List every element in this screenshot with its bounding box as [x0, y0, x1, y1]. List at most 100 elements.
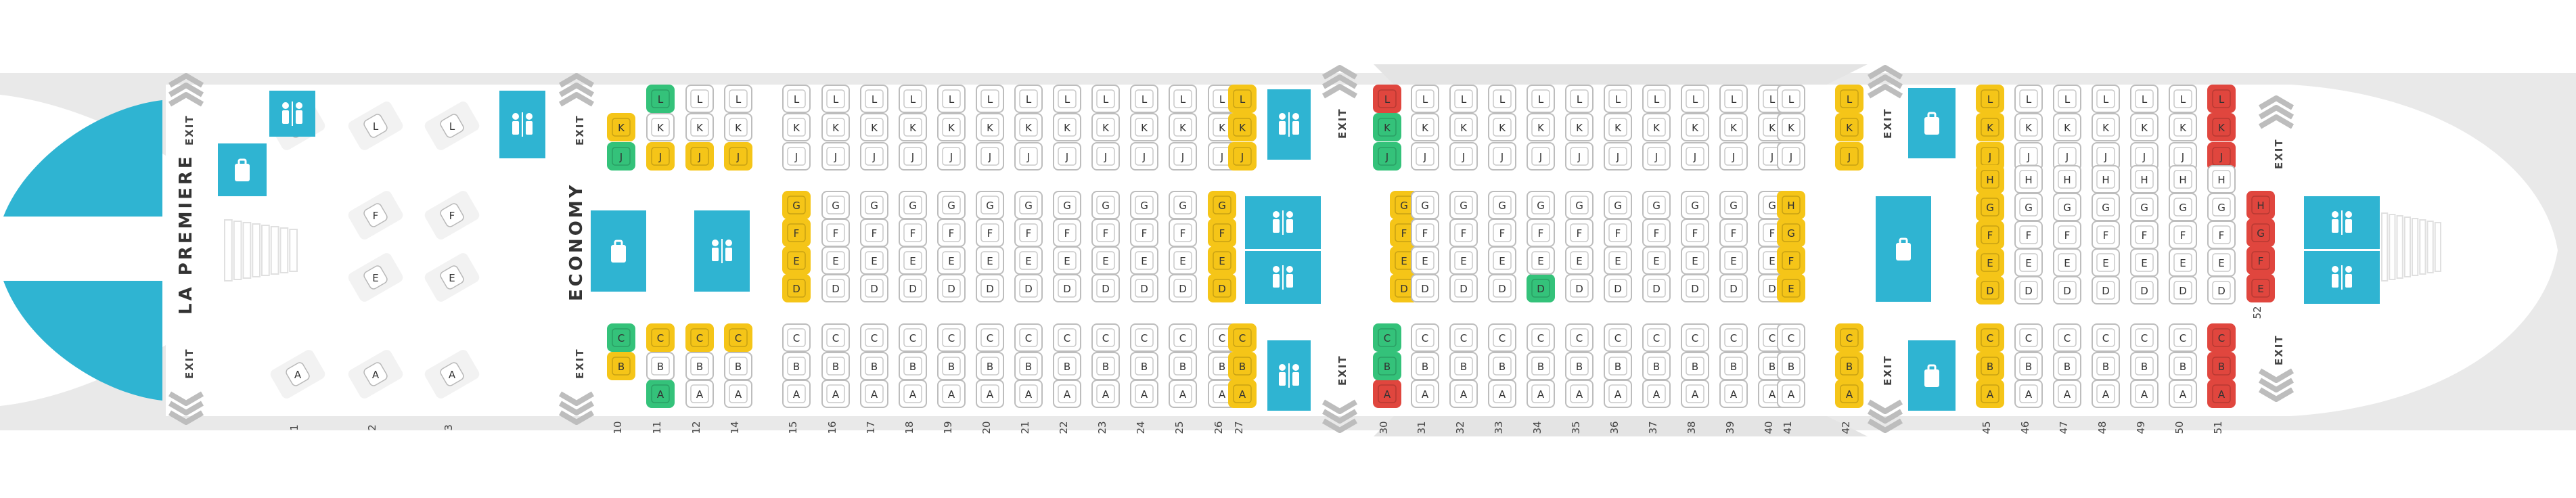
seat-shape[interactable] — [1835, 85, 1863, 113]
seat-16F[interactable]: F — [821, 219, 850, 247]
seat-42B[interactable]: B — [1835, 352, 1863, 380]
seat-46L[interactable]: L — [2014, 85, 2043, 113]
seat-46H[interactable]: H — [2014, 165, 2043, 194]
seat-38A[interactable]: A — [1681, 380, 1709, 408]
seat-shape[interactable] — [2207, 323, 2236, 352]
seat-shape[interactable] — [607, 323, 635, 352]
seat-18D[interactable]: D — [899, 274, 927, 302]
seat-shape[interactable] — [1642, 113, 1671, 141]
seat-shape[interactable] — [899, 323, 927, 352]
seat-36K[interactable]: K — [1604, 113, 1632, 141]
seat-15L[interactable]: L — [782, 85, 811, 113]
seat-17G[interactable]: G — [860, 191, 888, 219]
seat-15E[interactable]: E — [782, 246, 811, 275]
suite-2E[interactable]: E — [346, 251, 405, 304]
seat-shape[interactable] — [1411, 323, 1439, 352]
seat-10J[interactable]: J — [607, 142, 635, 171]
seat-35A[interactable]: A — [1565, 380, 1594, 408]
suite-seat[interactable] — [439, 202, 465, 228]
seat-18L[interactable]: L — [899, 85, 927, 113]
seat-39J[interactable]: J — [1719, 142, 1748, 171]
seat-48L[interactable]: L — [2092, 85, 2120, 113]
seat-30L[interactable]: L — [1373, 85, 1401, 113]
seat-shape[interactable] — [2207, 113, 2236, 141]
seat-shape[interactable] — [685, 85, 714, 113]
seat-16L[interactable]: L — [821, 85, 850, 113]
seat-22G[interactable]: G — [1053, 191, 1081, 219]
seat-shape[interactable] — [1449, 85, 1478, 113]
seat-16J[interactable]: J — [821, 142, 850, 171]
seat-14C[interactable]: C — [724, 323, 752, 352]
seat-shape[interactable] — [1053, 142, 1081, 171]
seat-shape[interactable] — [1014, 142, 1043, 171]
seat-17L[interactable]: L — [860, 85, 888, 113]
seat-14J[interactable]: J — [724, 142, 752, 171]
seat-24A[interactable]: A — [1130, 380, 1158, 408]
seat-45A[interactable]: A — [1976, 380, 2004, 408]
seat-32D[interactable]: D — [1449, 274, 1478, 302]
suite-seat[interactable] — [439, 265, 465, 290]
seat-32J[interactable]: J — [1449, 142, 1478, 171]
seat-48H[interactable]: H — [2092, 165, 2120, 194]
seat-shape[interactable] — [2130, 323, 2159, 352]
seat-shape[interactable] — [1449, 113, 1478, 141]
seat-36L[interactable]: L — [1604, 85, 1632, 113]
seat-shape[interactable] — [1449, 352, 1478, 380]
suite-seat[interactable] — [363, 361, 388, 387]
seat-21D[interactable]: D — [1014, 274, 1043, 302]
seat-shape[interactable] — [1130, 142, 1158, 171]
seat-33A[interactable]: A — [1488, 380, 1516, 408]
seat-25J[interactable]: J — [1169, 142, 1197, 171]
seat-20D[interactable]: D — [976, 274, 1004, 302]
seat-32G[interactable]: G — [1449, 191, 1478, 219]
seat-shape[interactable] — [1681, 113, 1709, 141]
seat-33E[interactable]: E — [1488, 246, 1516, 275]
seat-17J[interactable]: J — [860, 142, 888, 171]
seat-shape[interactable] — [1565, 352, 1594, 380]
seat-50L[interactable]: L — [2169, 85, 2197, 113]
seat-32A[interactable]: A — [1449, 380, 1478, 408]
seat-52H[interactable]: H — [2246, 191, 2275, 219]
seat-51H[interactable]: H — [2207, 165, 2236, 194]
seat-51A[interactable]: A — [2207, 380, 2236, 408]
seat-38K[interactable]: K — [1681, 113, 1709, 141]
seat-10K[interactable]: K — [607, 113, 635, 141]
seat-shape[interactable] — [2130, 165, 2159, 194]
seat-41J[interactable]: J — [1777, 142, 1805, 171]
seat-24K[interactable]: K — [1130, 113, 1158, 141]
seat-shape[interactable] — [1488, 142, 1516, 171]
seat-23D[interactable]: D — [1091, 274, 1120, 302]
seat-shape[interactable] — [782, 352, 811, 380]
seat-30C[interactable]: C — [1373, 323, 1401, 352]
seat-50E[interactable]: E — [2169, 248, 2197, 277]
seat-16K[interactable]: K — [821, 113, 850, 141]
seat-31B[interactable]: B — [1411, 352, 1439, 380]
seat-49L[interactable]: L — [2130, 85, 2159, 113]
seat-17K[interactable]: K — [860, 113, 888, 141]
seat-shape[interactable] — [607, 113, 635, 141]
seat-39G[interactable]: G — [1719, 191, 1748, 219]
seat-19E[interactable]: E — [937, 246, 966, 275]
seat-shape[interactable] — [1681, 85, 1709, 113]
seat-shape[interactable] — [1014, 113, 1043, 141]
seat-25D[interactable]: D — [1169, 274, 1197, 302]
seat-shape[interactable] — [646, 323, 675, 352]
seat-shape[interactable] — [2246, 191, 2275, 219]
seat-17C[interactable]: C — [860, 323, 888, 352]
seat-24F[interactable]: F — [1130, 219, 1158, 247]
seat-shape[interactable] — [1228, 352, 1257, 380]
seat-45F[interactable]: F — [1976, 221, 2004, 249]
seat-shape[interactable] — [1527, 85, 1555, 113]
seat-18K[interactable]: K — [899, 113, 927, 141]
seat-34B[interactable]: B — [1527, 352, 1555, 380]
seat-21F[interactable]: F — [1014, 219, 1043, 247]
seat-shape[interactable] — [937, 323, 966, 352]
seat-22A[interactable]: A — [1053, 380, 1081, 408]
seat-36B[interactable]: B — [1604, 352, 1632, 380]
seat-shape[interactable] — [1373, 85, 1401, 113]
seat-47C[interactable]: C — [2053, 323, 2081, 352]
seat-shape[interactable] — [1053, 113, 1081, 141]
seat-shape[interactable] — [2092, 323, 2120, 352]
seat-16D[interactable]: D — [821, 274, 850, 302]
suite-3E[interactable]: E — [423, 251, 481, 304]
